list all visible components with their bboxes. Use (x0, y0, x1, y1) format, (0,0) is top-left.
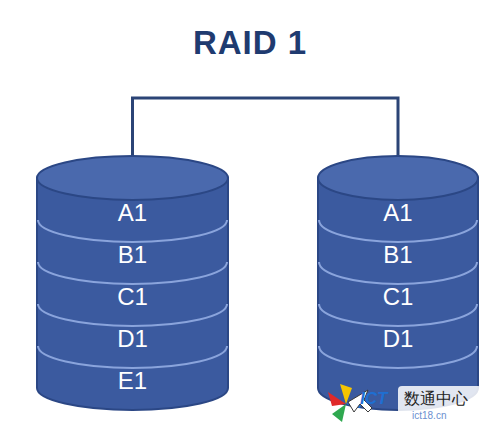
data-block-band: D1 (318, 318, 478, 360)
data-block-band: D1 (37, 318, 228, 360)
block-label: B1 (383, 241, 412, 269)
data-block-band: C1 (318, 276, 478, 318)
disk-cylinder: A1B1C1D1 (318, 156, 478, 410)
block-label: E1 (118, 367, 147, 395)
block-label: A1 (383, 199, 412, 227)
block-label: D1 (117, 325, 148, 353)
block-label: D1 (383, 325, 414, 353)
data-block-band: A1 (318, 192, 478, 234)
data-block-band: B1 (37, 234, 228, 276)
data-block-band: A1 (37, 192, 228, 234)
data-block-band: C1 (37, 276, 228, 318)
block-label: B1 (118, 241, 147, 269)
disk-body (37, 178, 228, 410)
block-label: C1 (117, 283, 148, 311)
disk-body (318, 178, 478, 410)
data-block-band: B1 (318, 234, 478, 276)
watermark-text: ICT (360, 389, 387, 409)
block-label: C1 (383, 283, 414, 311)
logo-blade (332, 404, 346, 422)
data-block-band: E1 (37, 360, 228, 402)
block-label: A1 (118, 199, 147, 227)
disk-top (318, 156, 478, 200)
watermark-text: 数通中心 (404, 389, 468, 410)
watermark-text: ict18.cn (412, 410, 446, 421)
disk-cylinder: A1B1C1D1E1 (37, 156, 228, 410)
diagram-title: RAID 1 (0, 24, 500, 62)
disk-top (37, 156, 228, 200)
mirror-bracket (133, 98, 399, 156)
